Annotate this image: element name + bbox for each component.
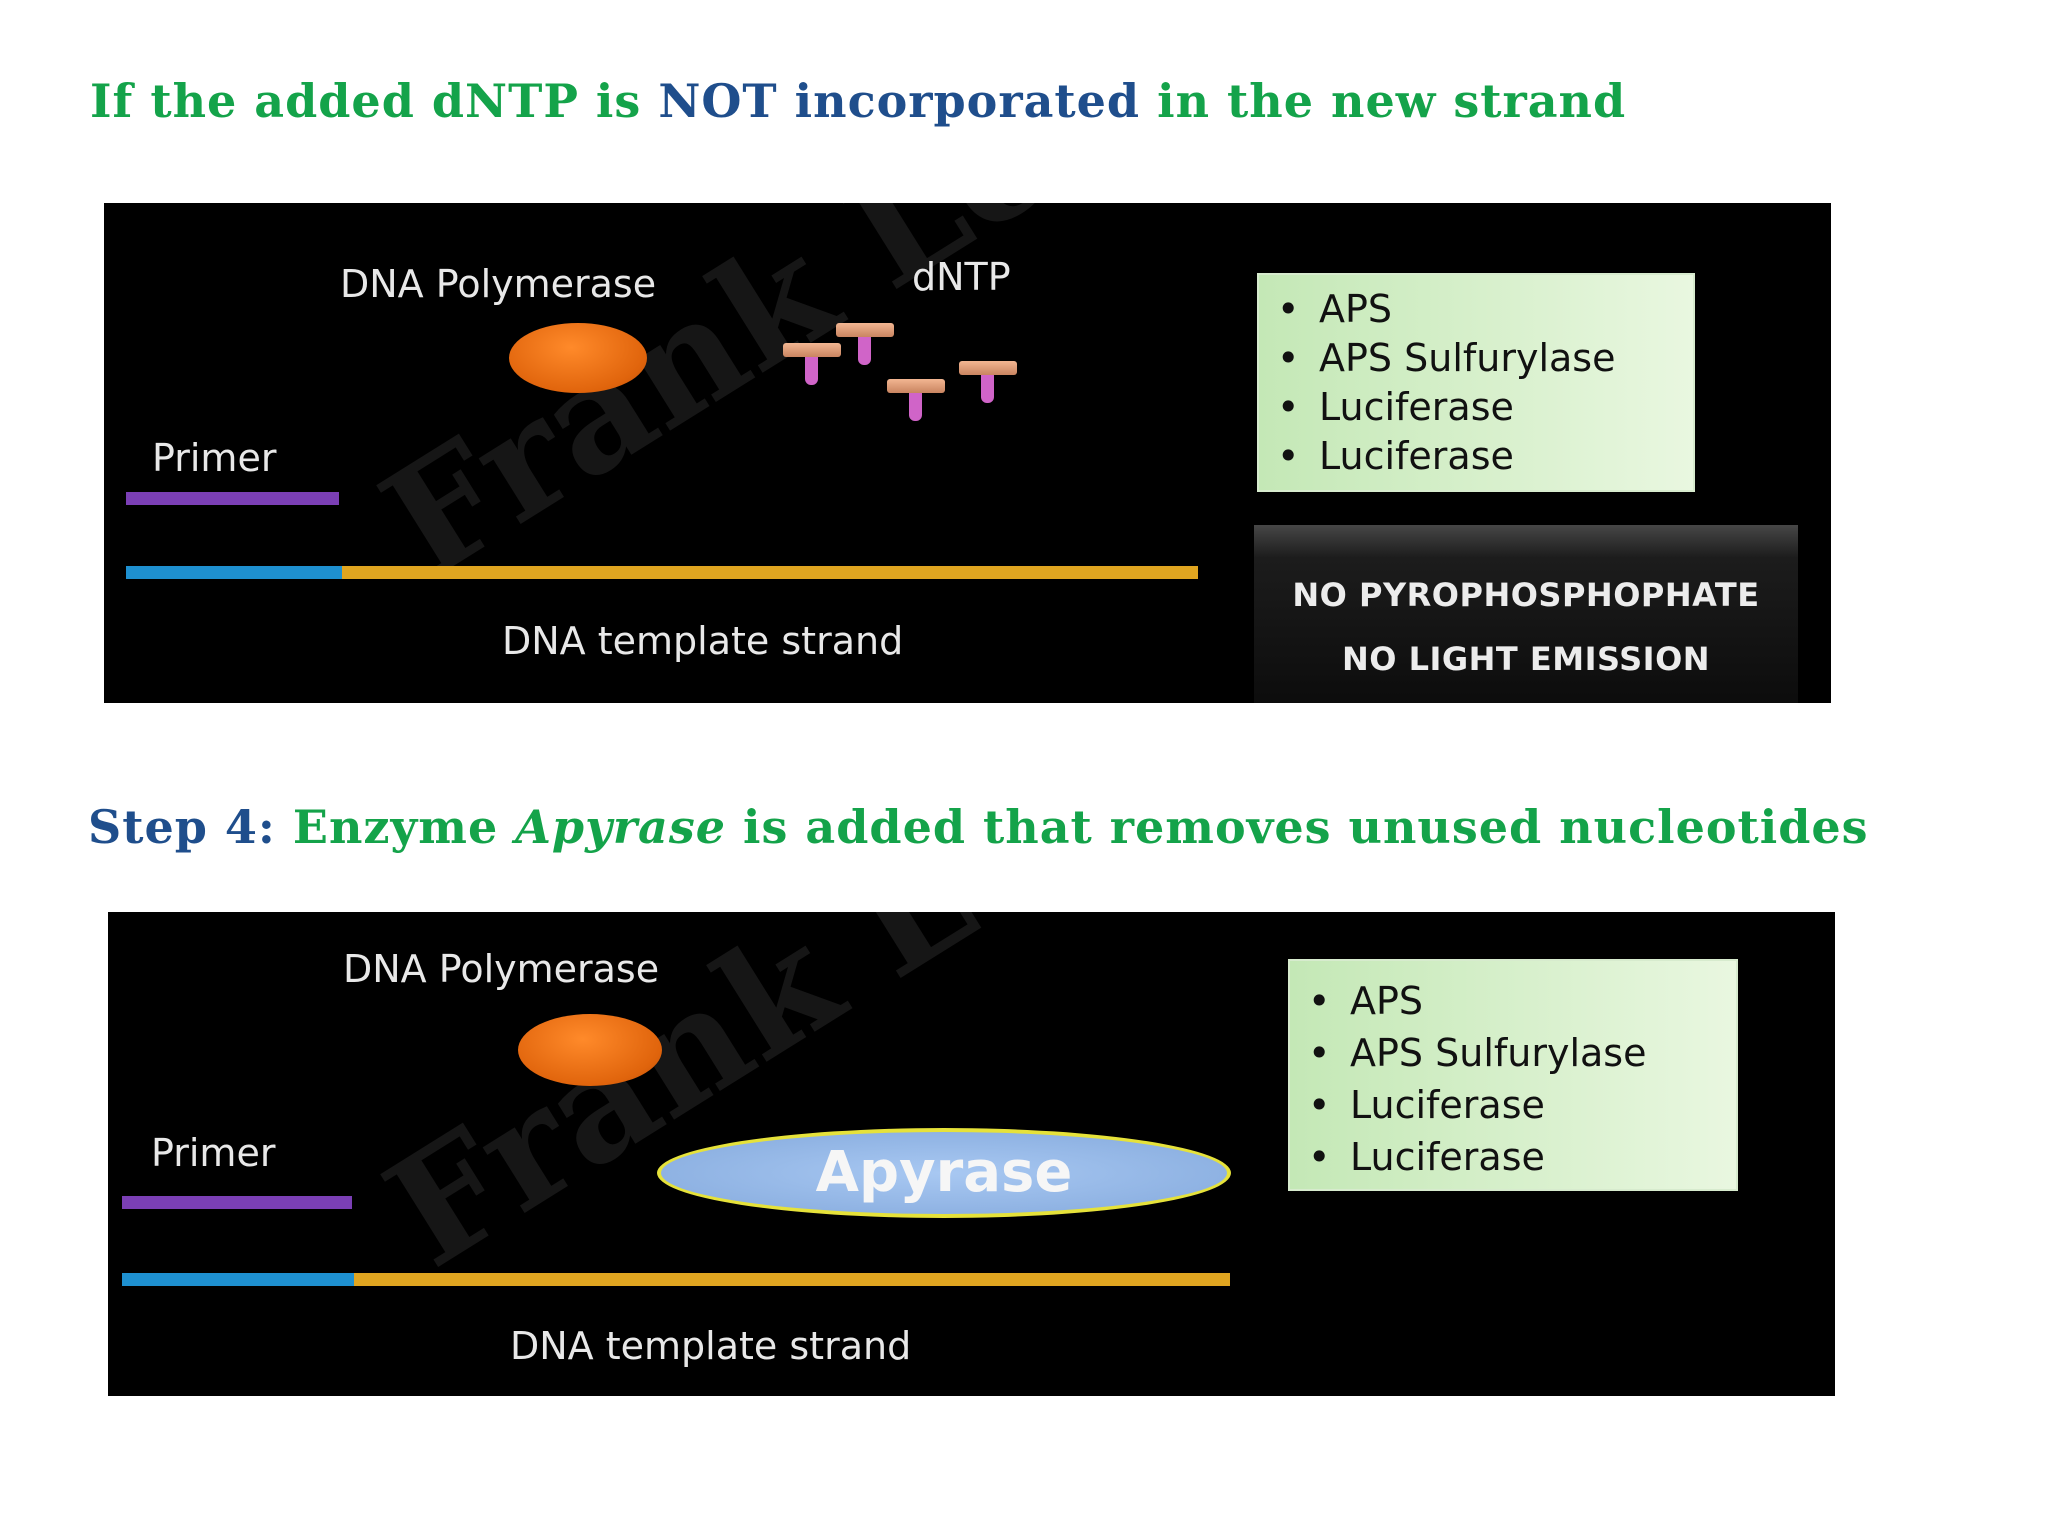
step-number: Step 4:: [88, 800, 276, 854]
template-strand: [354, 1273, 1230, 1286]
dntp-molecule: [836, 323, 894, 367]
polymerase-label: DNA Polymerase: [340, 262, 657, 306]
template-label: DNA template strand: [502, 619, 904, 663]
polymerase-label: DNA Polymerase: [343, 947, 660, 991]
dna-polymerase-shape: [518, 1014, 662, 1086]
status-no-pyrophosphate: NO PYROPHOSPHOPHATE: [1292, 576, 1760, 614]
reagent-item: APS: [1306, 975, 1736, 1027]
reagent-item: Luciferase: [1275, 432, 1693, 481]
heading2-part2: is added that removes unused nucleotides: [726, 800, 1869, 854]
heading1-part3: in the new strand: [1140, 74, 1627, 128]
reagent-item: Luciferase: [1275, 383, 1693, 432]
reagent-item: Luciferase: [1306, 1079, 1736, 1131]
heading1-emphasis: NOT incorporated: [658, 74, 1141, 128]
template-label: DNA template strand: [510, 1324, 912, 1368]
reagent-item: Luciferase: [1306, 1131, 1736, 1183]
diagram-panel-no-incorporation: Frank Lectures DNA Polymerase dNTP Prime…: [104, 203, 1831, 703]
reagent-item: APS Sulfurylase: [1306, 1027, 1736, 1079]
reagent-list-box: APS APS Sulfurylase Luciferase Luciferas…: [1257, 273, 1695, 492]
dntp-molecule: [959, 361, 1017, 405]
dntp-molecule: [783, 343, 841, 387]
enzyme-name: Apyrase: [515, 800, 727, 854]
heading1-part1: If the added dNTP is: [90, 74, 659, 128]
heading-not-incorporated: If the added dNTP is NOT incorporated in…: [90, 78, 1626, 124]
template-strand: [342, 566, 1198, 579]
template-primed-segment: [126, 566, 342, 579]
primer-strand: [122, 1196, 352, 1209]
reagent-item: APS Sulfurylase: [1275, 334, 1693, 383]
primer-label: Primer: [151, 1131, 276, 1175]
heading2-part1: Enzyme: [275, 800, 516, 854]
heading-step-4: Step 4: Enzyme Apyrase is added that rem…: [88, 804, 1869, 850]
status-box: NO PYROPHOSPHOPHATE NO LIGHT EMISSION: [1254, 525, 1798, 703]
dntp-molecule: [887, 379, 945, 423]
reagent-item: APS: [1275, 285, 1693, 334]
reagent-list-box: APS APS Sulfurylase Luciferase Luciferas…: [1288, 959, 1738, 1191]
dna-polymerase-shape: [509, 323, 647, 393]
apyrase-enzyme: Apyrase: [657, 1128, 1231, 1218]
primer-strand: [126, 492, 339, 505]
template-primed-segment: [122, 1273, 354, 1286]
primer-label: Primer: [152, 436, 277, 480]
status-no-light: NO LIGHT EMISSION: [1341, 640, 1711, 678]
diagram-panel-apyrase: Frank Lectures DNA Polymerase Primer Apy…: [108, 912, 1835, 1396]
dntp-label: dNTP: [912, 255, 1011, 299]
